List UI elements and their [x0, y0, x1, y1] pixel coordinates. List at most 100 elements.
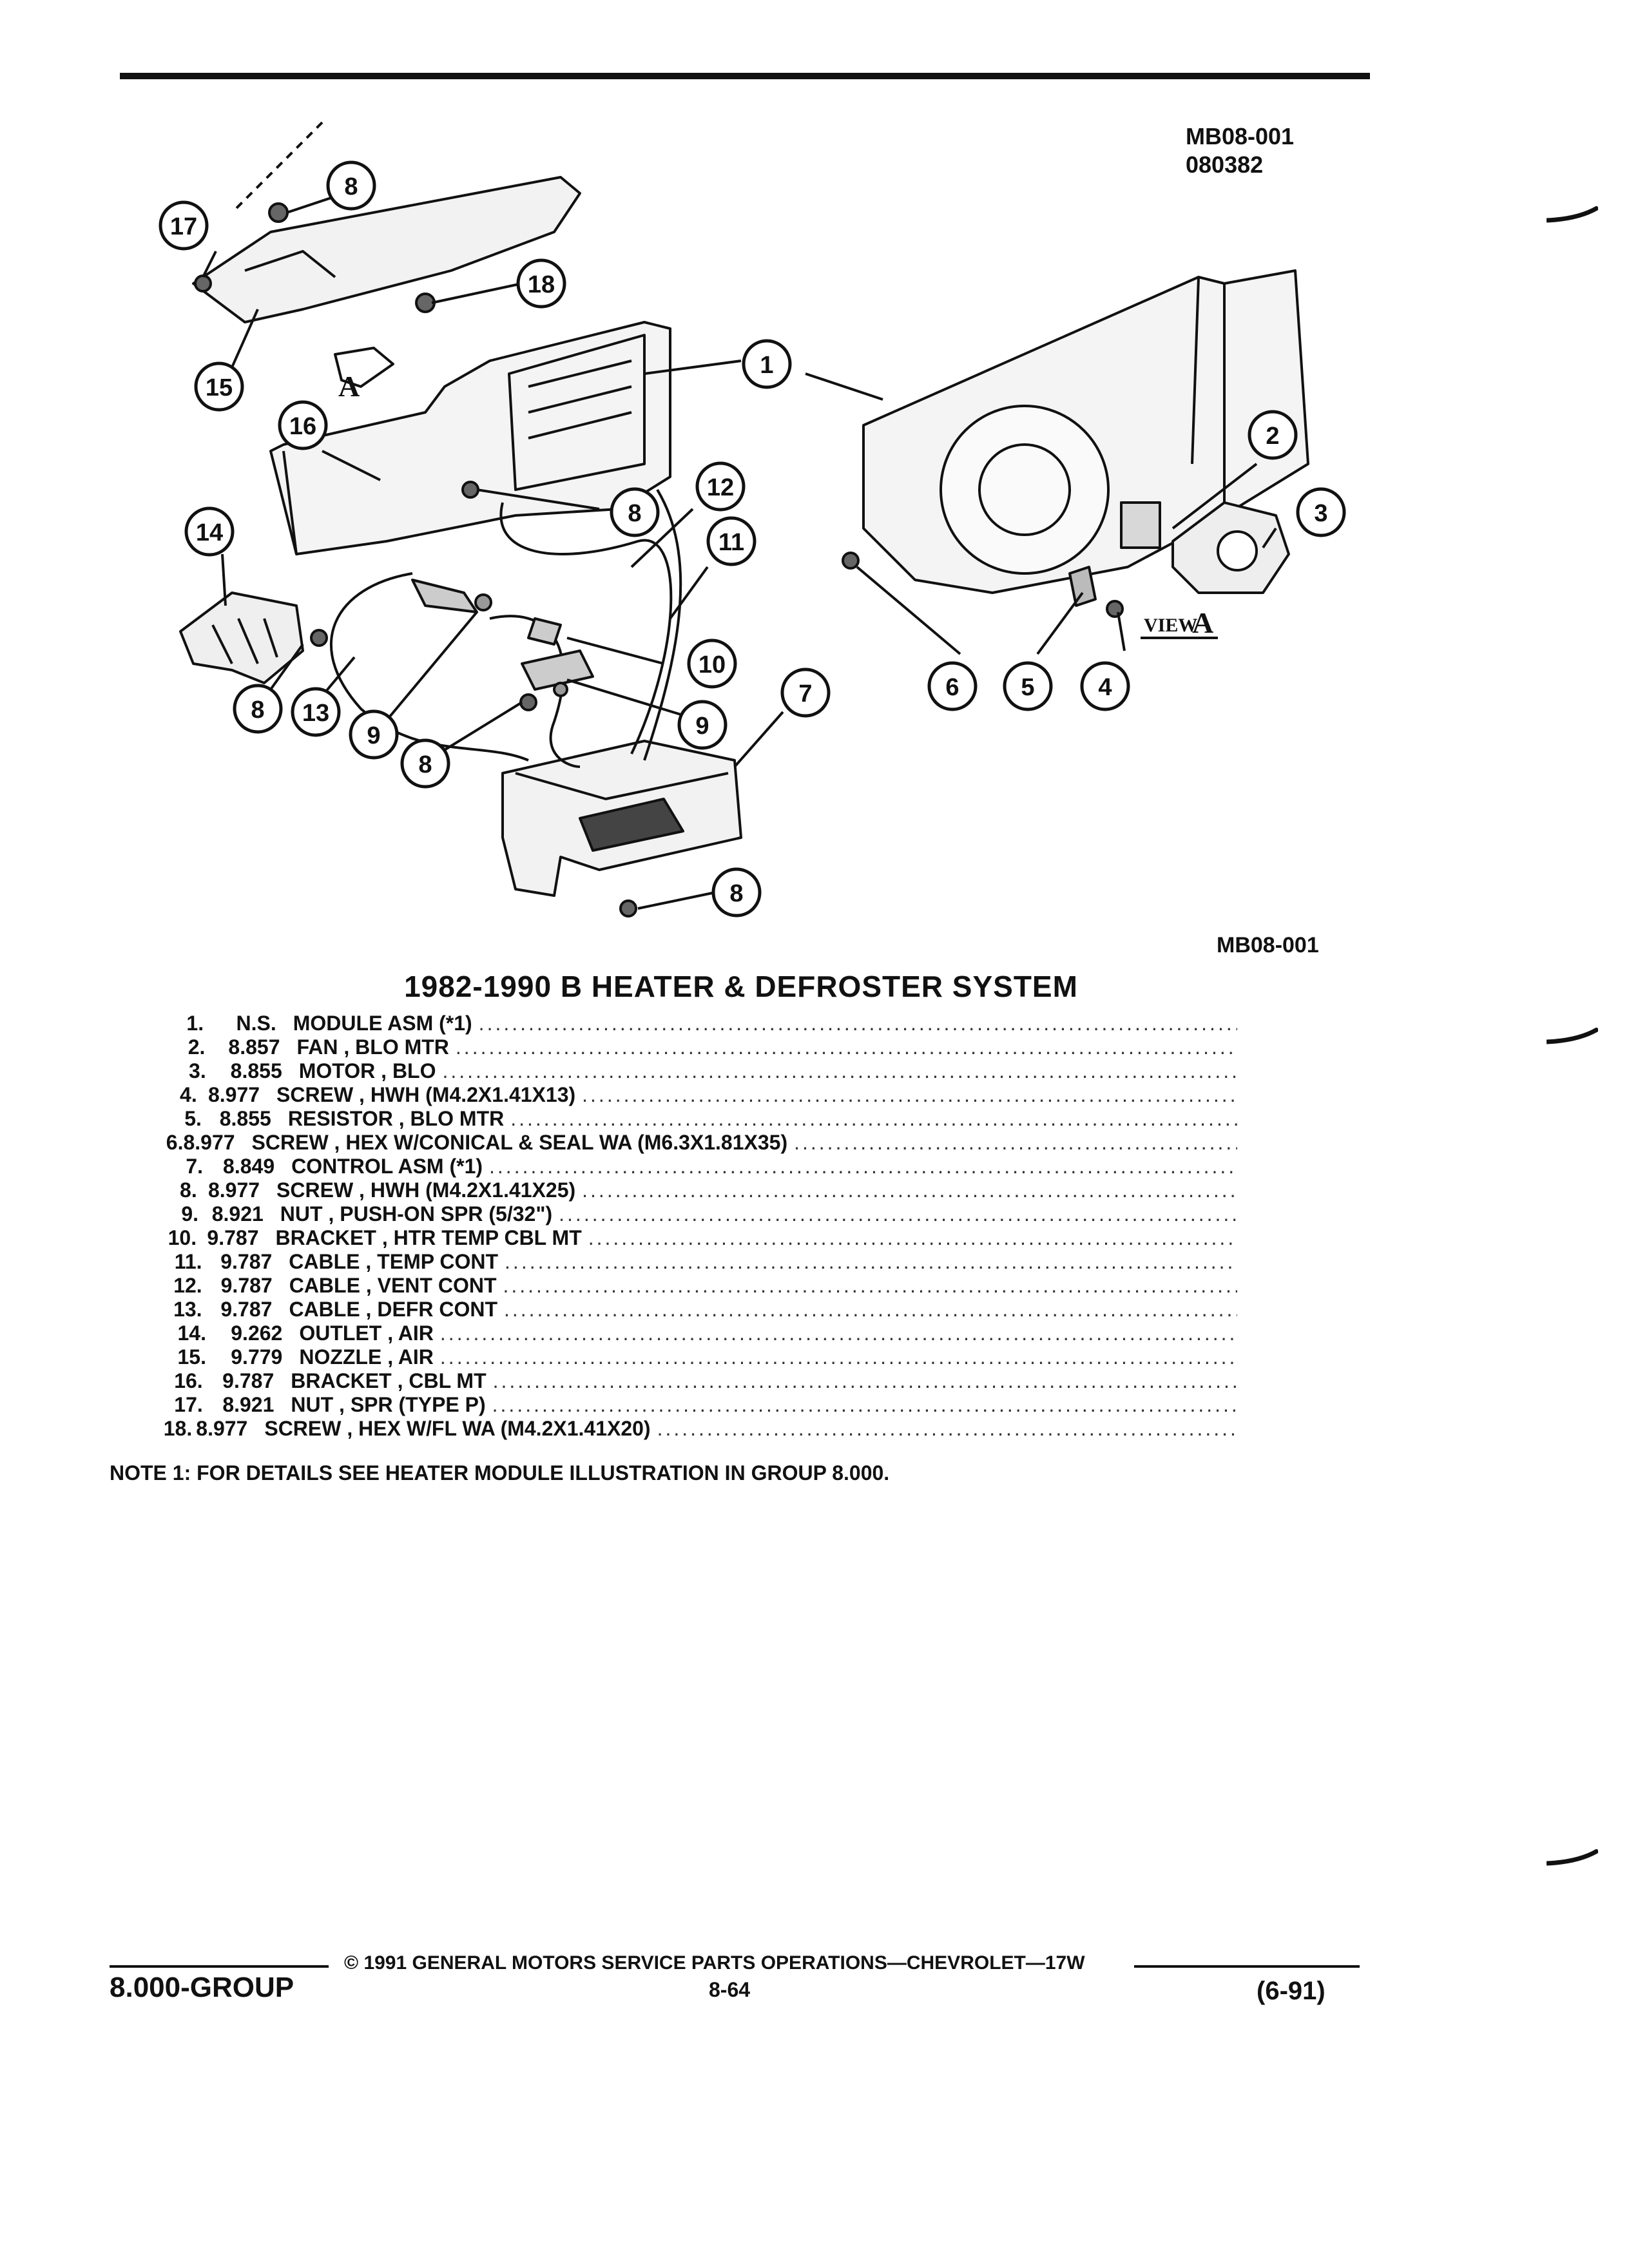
group-code: 9.787 — [220, 1298, 273, 1321]
footer-rule-right — [1134, 1965, 1360, 1968]
callout-12: 12 — [695, 461, 746, 512]
a-marker: A — [338, 370, 360, 403]
svg-text:11: 11 — [718, 529, 744, 556]
callout-9: 9 — [677, 700, 728, 750]
dot-leader: ........................................… — [657, 1417, 1237, 1440]
dot-leader: ........................................… — [478, 1012, 1237, 1035]
part-description: SCREW , HWH (M4.2X1.41X25) — [276, 1178, 576, 1202]
dot-leader: ........................................… — [489, 1155, 1237, 1178]
item-number: 13. — [173, 1298, 202, 1321]
callout-6: 6 — [927, 661, 978, 711]
group-code: 8.855 — [219, 1107, 271, 1130]
callout-13: 13 — [291, 687, 341, 737]
svg-text:7: 7 — [798, 680, 812, 707]
revision-date: (6-91) — [1257, 1977, 1325, 2005]
callout-labels: 17 8 18 15 1 16 12 8 14 11 10 8 13 9 7 9… — [159, 160, 1346, 918]
svg-text:17: 17 — [170, 213, 197, 240]
part-description: CONTROL ASM (*1) — [291, 1155, 483, 1178]
callout-9: 9 — [349, 709, 399, 760]
group-code: 8.921 — [222, 1393, 275, 1416]
item-number: 7. — [186, 1155, 204, 1178]
part-description: NUT , PUSH-ON SPR (5/32") — [280, 1202, 553, 1225]
part-description: NUT , SPR (TYPE P) — [291, 1393, 486, 1416]
svg-text:13: 13 — [302, 700, 329, 727]
item-number: 15. — [177, 1345, 206, 1369]
dot-leader: ........................................… — [582, 1083, 1237, 1106]
parts-list-row: 1.N.S.MODULE ASM (*1)...................… — [155, 1012, 1237, 1035]
item-number: 14. — [177, 1321, 206, 1345]
binder-mark — [1547, 1028, 1598, 1044]
copyright: © 1991 GENERAL MOTORS SERVICE PARTS OPER… — [344, 1952, 1085, 1974]
dot-leader: ........................................… — [492, 1369, 1237, 1392]
svg-text:8: 8 — [418, 751, 432, 778]
top-rule — [120, 73, 1370, 79]
svg-text:12: 12 — [707, 474, 734, 501]
dot-leader: ........................................… — [582, 1178, 1237, 1202]
svg-text:9: 9 — [367, 722, 380, 749]
item-number: 2. — [188, 1035, 206, 1059]
group-code: 8.977 — [207, 1178, 260, 1202]
group-code: 9.787 — [207, 1226, 259, 1249]
svg-text:9: 9 — [695, 713, 709, 740]
dot-leader: ........................................… — [503, 1274, 1238, 1297]
page-title: 1982-1990 B HEATER & DEFROSTER SYSTEM — [404, 970, 1078, 1003]
parts-list-row: 7. 8.849 CONTROL ASM (*1).................… — [155, 1155, 1237, 1178]
svg-text:5: 5 — [1021, 674, 1034, 701]
callout-14: 14 — [184, 506, 235, 557]
dot-leader: ........................................… — [492, 1393, 1237, 1416]
callout-10: 10 — [687, 639, 737, 689]
group-label: 8.000-GROUP — [110, 1972, 294, 2003]
item-number: 11. — [174, 1250, 202, 1273]
item-number: 8. — [180, 1178, 197, 1202]
item-number: 3. — [189, 1059, 206, 1082]
dot-leader: ........................................… — [794, 1131, 1237, 1154]
fan-part — [1120, 501, 1161, 549]
view-letter: A — [1192, 606, 1213, 639]
dot-leader: ........................................… — [588, 1226, 1237, 1249]
part-description: SCREW , HEX W/CONICAL & SEAL WA (M6.3X1.… — [251, 1131, 788, 1154]
group-code: 8.977 — [183, 1131, 235, 1154]
callout-7: 7 — [780, 668, 831, 718]
item-number: 9. — [181, 1202, 199, 1225]
svg-text:4: 4 — [1098, 674, 1112, 701]
group-code: 9.787 — [220, 1250, 273, 1273]
dot-leader: ........................................… — [559, 1202, 1237, 1225]
callout-1: 1 — [742, 339, 792, 389]
part-description: OUTLET , AIR — [299, 1321, 434, 1345]
reference-code: MB08-001 — [1186, 123, 1295, 149]
svg-text:16: 16 — [289, 413, 316, 440]
group-code: 8.849 — [223, 1155, 275, 1178]
callout-3: 3 — [1296, 487, 1346, 537]
air-nozzle-part — [192, 176, 581, 323]
callout-4: 4 — [1080, 661, 1130, 711]
svg-text:1: 1 — [760, 352, 773, 379]
callout-5: 5 — [1003, 661, 1053, 711]
page-number: 8-64 — [709, 1978, 751, 2001]
dot-leader: ........................................… — [439, 1321, 1237, 1345]
callout-18: 18 — [516, 258, 566, 309]
group-code: 9.787 — [222, 1369, 275, 1392]
item-number: 18. — [163, 1417, 193, 1440]
group-code: 9.262 — [231, 1321, 283, 1345]
part-description: MODULE ASM (*1) — [293, 1012, 472, 1035]
callout-16: 16 — [278, 400, 328, 450]
svg-text:8: 8 — [729, 880, 743, 907]
item-number: 16. — [174, 1369, 203, 1392]
part-description: CABLE , DEFR CONT — [289, 1298, 497, 1321]
callout-15: 15 — [194, 361, 244, 412]
part-description: RESISTOR , BLO MTR — [287, 1107, 505, 1130]
group-code: 8.855 — [230, 1059, 282, 1082]
callout-11: 11 — [706, 516, 757, 566]
heater-module-part — [269, 321, 671, 555]
item-number: 12. — [173, 1274, 202, 1297]
